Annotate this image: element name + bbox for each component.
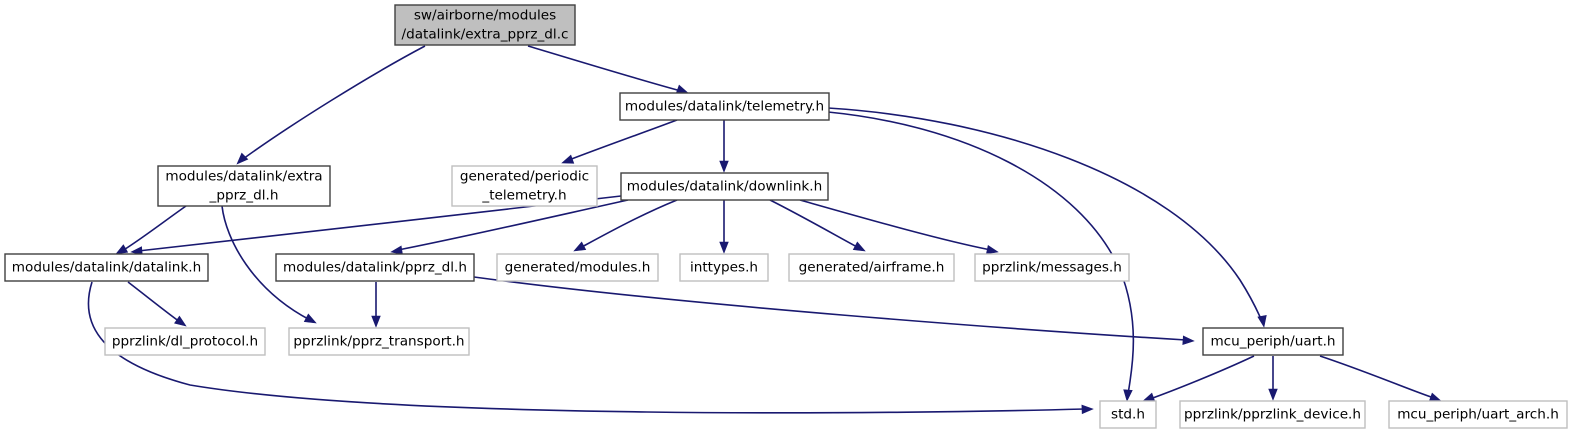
edge-root-to-telemetry: [527, 45, 689, 94]
edge-datalink-to-dl_protocol: [127, 281, 187, 327]
edge-downlink-to-gen_modules: [573, 199, 678, 252]
edges-layer: [87, 45, 1442, 415]
node-label-downlink: modules/datalink/downlink.h: [627, 179, 823, 195]
node-messages[interactable]: pprzlink/messages.h: [974, 253, 1130, 282]
node-label-messages: pprzlink/messages.h: [982, 260, 1122, 276]
nodes-layer: sw/airborne/modules/datalink/extra_pprz_…: [4, 4, 1568, 429]
node-label-periodic: generated/periodic: [460, 169, 589, 185]
node-label-dl_protocol: pprzlink/dl_protocol.h: [112, 334, 258, 350]
node-label-extra_h: _pprz_dl.h: [209, 188, 279, 204]
node-root[interactable]: sw/airborne/modules/datalink/extra_pprz_…: [394, 4, 576, 46]
node-uart[interactable]: mcu_periph/uart.h: [1202, 327, 1344, 356]
node-label-telemetry: modules/datalink/telemetry.h: [625, 99, 824, 115]
node-std[interactable]: std.h: [1099, 400, 1157, 429]
edge-datalink-to-std: [87, 281, 1094, 415]
node-datalink[interactable]: modules/datalink/datalink.h: [4, 253, 209, 282]
edge-telemetry-to-periodic: [561, 119, 678, 164]
node-pprzlink_dev[interactable]: pprzlink/pprzlink_device.h: [1179, 400, 1366, 429]
node-gen_modules[interactable]: generated/modules.h: [496, 253, 659, 282]
node-label-pprzlink_dev: pprzlink/pprzlink_device.h: [1184, 407, 1361, 423]
edge-extra_h-to-datalink: [115, 205, 187, 255]
node-label-periodic: _telemetry.h: [481, 188, 566, 204]
node-uart_arch[interactable]: mcu_periph/uart_arch.h: [1388, 400, 1568, 429]
edge-telemetry-to-std: [827, 111, 1135, 402]
node-label-pprz_trans: pprzlink/pprz_transport.h: [293, 334, 464, 350]
node-label-root: /datalink/extra_pprz_dl.c: [401, 27, 568, 43]
node-label-gen_modules: generated/modules.h: [505, 260, 651, 276]
edge-downlink-to-inttypes: [719, 200, 729, 254]
node-label-extra_h: modules/datalink/extra: [165, 169, 322, 185]
edge-downlink-to-airframe: [769, 199, 866, 252]
node-extra_h[interactable]: modules/datalink/extra _pprz_dl.h: [157, 165, 331, 207]
node-label-datalink: modules/datalink/datalink.h: [12, 260, 201, 276]
node-label-root: sw/airborne/modules: [414, 8, 556, 24]
node-inttypes[interactable]: inttypes.h: [679, 253, 769, 282]
edge-downlink-to-messages: [799, 199, 999, 255]
node-label-inttypes: inttypes.h: [690, 260, 758, 276]
node-label-pprz_dl: modules/datalink/pprz_dl.h: [283, 260, 467, 276]
node-pprz_trans[interactable]: pprzlink/pprz_transport.h: [288, 327, 470, 356]
edge-root-to-extra_h: [236, 45, 426, 165]
node-label-std: std.h: [1111, 407, 1145, 423]
edge-pprz_dl-to-pprz_trans: [371, 282, 381, 328]
node-dl_protocol[interactable]: pprzlink/dl_protocol.h: [104, 327, 266, 356]
node-downlink[interactable]: modules/datalink/downlink.h: [620, 172, 829, 201]
node-label-airframe: generated/airframe.h: [799, 260, 945, 276]
edge-uart-to-std: [1142, 355, 1255, 402]
edge-uart-to-uart_arch: [1319, 355, 1442, 402]
node-label-uart_arch: mcu_periph/uart_arch.h: [1397, 407, 1559, 423]
node-label-uart: mcu_periph/uart.h: [1210, 334, 1335, 350]
edge-uart-to-pprzlink_dev: [1268, 356, 1278, 401]
edge-extra_h-to-pprz_trans: [221, 205, 317, 324]
node-pprz_dl[interactable]: modules/datalink/pprz_dl.h: [275, 253, 475, 282]
node-telemetry[interactable]: modules/datalink/telemetry.h: [619, 92, 830, 121]
edge-downlink-to-pprz_dl: [390, 199, 629, 255]
edge-telemetry-to-uart: [827, 107, 1267, 328]
edge-telemetry-to-downlink: [719, 120, 729, 173]
edge-pprz_dl-to-uart: [473, 276, 1195, 345]
node-airframe[interactable]: generated/airframe.h: [788, 253, 955, 282]
node-periodic[interactable]: generated/periodic _telemetry.h: [451, 165, 598, 207]
